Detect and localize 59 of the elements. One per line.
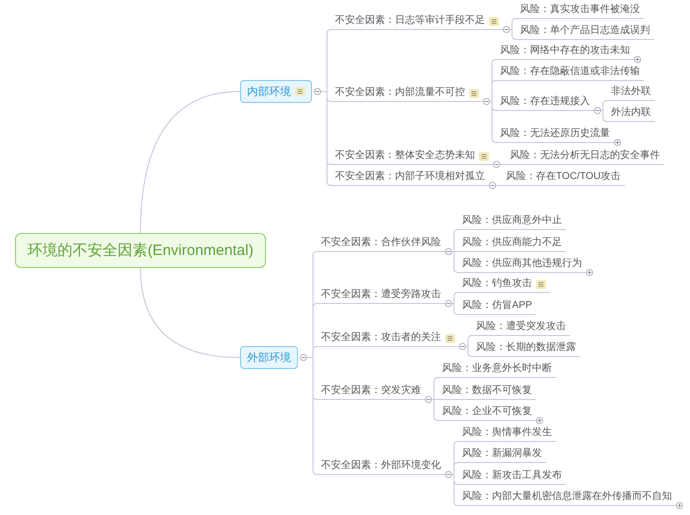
topic-text: 不安全因素：内部子环境相对孤立: [335, 171, 485, 183]
connector-line: [140, 91, 240, 234]
topic-text: 风险：钓鱼攻击: [462, 278, 532, 290]
connector-line: [500, 164, 510, 165]
topic-text: 环境的不安全因素(Environmental): [28, 241, 254, 260]
connector-line: [432, 399, 442, 421]
topic-text: 风险：业务意外长时中断: [442, 363, 552, 375]
topic-text: 外法内联: [611, 107, 651, 119]
topic-text: 不安全因素：日志等审计手段不足: [335, 15, 485, 27]
central-topic-box: [15, 233, 266, 268]
topic-text: 不安全因素：整体安全态势未知: [335, 150, 475, 162]
topic-text: 风险：网络中存在的攻击未知: [500, 45, 630, 57]
connector-line: [320, 91, 334, 186]
topic-text: 风险：供应商意外中止: [462, 215, 562, 227]
topic-text: 风险：数据不可恢复: [442, 385, 532, 397]
topic-text: 风险：新漏洞暴发: [462, 448, 542, 460]
topic-text: 风险：内部大量机密信息泄露在外传播而不自知: [462, 491, 672, 503]
topic-text: 风险：单个产品日志造成误判: [520, 25, 650, 37]
connector-line: [452, 474, 462, 506]
connector-line: [452, 303, 462, 315]
topic-text: 风险：企业不可恢复: [442, 406, 532, 418]
topic-text: 风险：存在违规接入: [500, 96, 590, 108]
topic-text: 不安全因素：外部环境变化: [321, 460, 441, 472]
connector-line: [452, 251, 462, 273]
connector-line: [466, 346, 476, 357]
connector-line: [600, 110, 610, 122]
topic-text: 风险：舆情事件发生: [462, 427, 552, 439]
connector-line: [490, 101, 500, 143]
connector-line: [600, 100, 610, 111]
topic-text: 风险：仿冒APP: [462, 300, 532, 312]
topic-text: 风险：遭受突发攻击: [476, 321, 566, 333]
topic-text: 风险：供应商能力不足: [462, 237, 562, 249]
connector-line: [510, 18, 520, 30]
topic-text: 外部环境: [247, 350, 291, 365]
topic-text: 不安全因素：内部流量不可控: [335, 87, 465, 99]
connector-line: [496, 185, 506, 186]
topic-text: 风险：长期的数据泄露: [476, 342, 576, 354]
connector-line: [452, 292, 462, 304]
connector-line: [510, 29, 520, 40]
topic-text: 风险：存在TOC/TOU攻击: [506, 171, 621, 183]
connector-line: [432, 377, 442, 400]
topic-text: 风险：真实攻击事件被淹没: [520, 4, 640, 16]
topic-text: 非法外联: [611, 86, 651, 98]
topic-text: 风险：供应商其他违规行为: [462, 258, 582, 270]
topic-text: 风险：新攻击工具发布: [462, 470, 562, 482]
connector-line: [490, 80, 500, 102]
topic-text: 内部环境: [247, 84, 291, 99]
connector-line: [466, 335, 476, 347]
topic-text: 不安全因素：合作伙伴风险: [321, 237, 441, 249]
connector-line: [452, 462, 462, 475]
topic-text: 风险：无法分析无日志的安全事件: [510, 150, 660, 162]
connector-line: [140, 268, 240, 358]
topic-text: 风险：无法还原历史流量: [500, 128, 610, 140]
connector-line: [452, 229, 462, 252]
connector-line: [306, 357, 320, 475]
topic-text: 不安全因素：突发灾难: [321, 385, 421, 397]
topic-text: 风险：存在隐蔽信道或非法传输: [500, 66, 640, 78]
topic-text: 不安全因素：攻击者的关注: [321, 332, 441, 344]
topic-text: 不安全因素：遭受旁路攻击: [321, 289, 441, 301]
